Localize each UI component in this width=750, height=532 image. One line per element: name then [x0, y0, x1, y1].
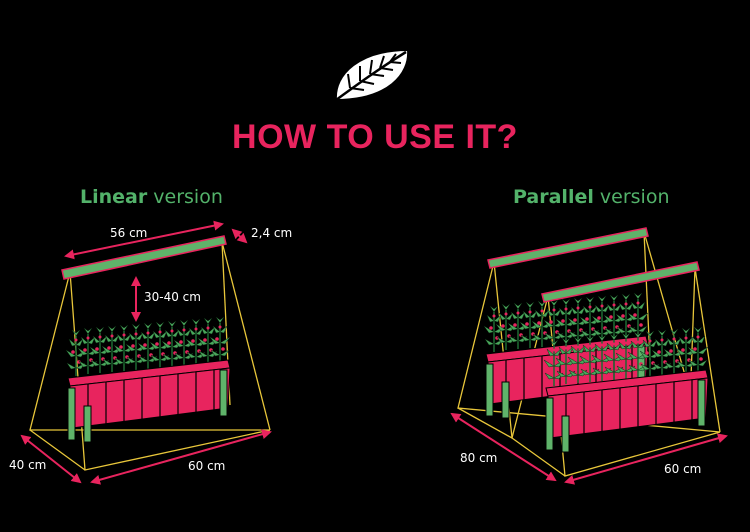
linear-height-label: 30-40 cm [144, 290, 201, 304]
linear-version-name: Linear [80, 186, 148, 208]
linear-bar-width-label: 2,4 cm [251, 226, 293, 240]
parallel-version-suffix: version [593, 186, 670, 208]
linear-version-suffix: version [147, 186, 223, 208]
linear-version-heading: Linear version [80, 186, 223, 208]
leaf-icon [334, 48, 410, 102]
parallel-version-heading: Parallel version [513, 186, 670, 208]
linear-diagram [20, 220, 272, 485]
parallel-version-name: Parallel [513, 186, 594, 208]
page-title: HOW TO USE IT? [232, 118, 518, 156]
parallel-diagram [450, 227, 728, 485]
